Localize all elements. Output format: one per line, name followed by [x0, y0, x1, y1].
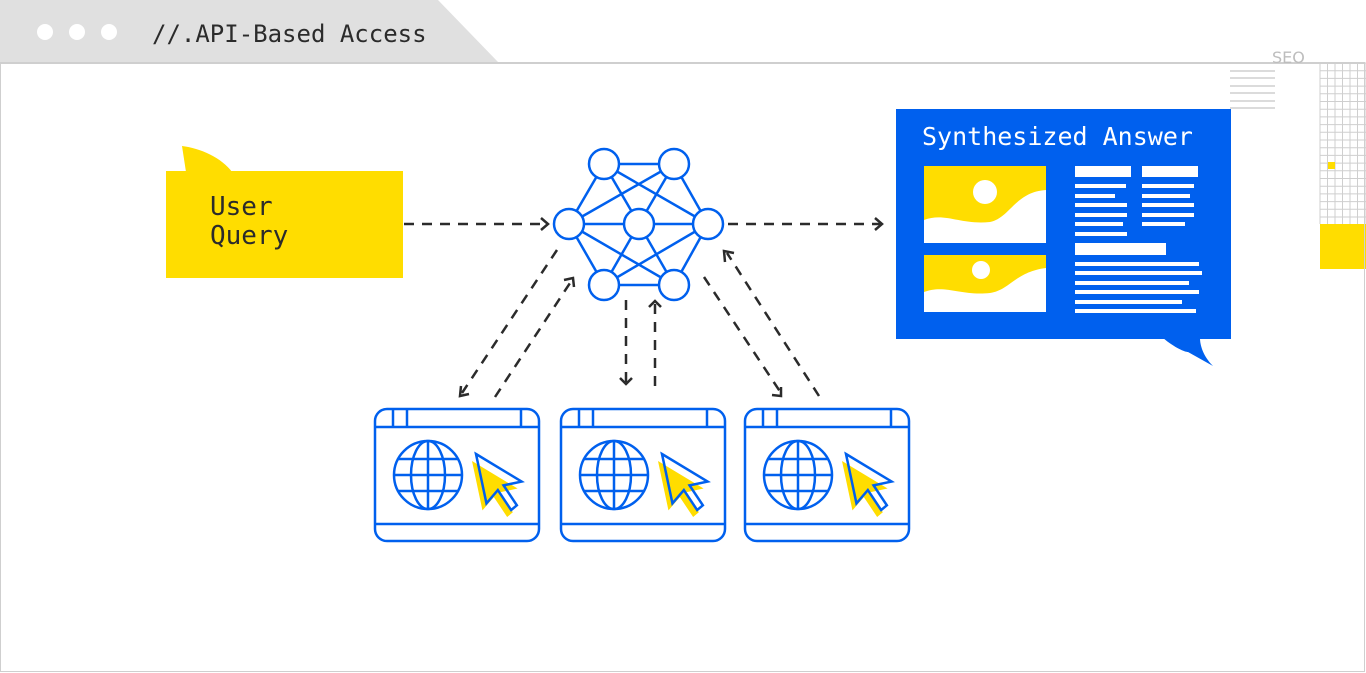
window-title: //.API-Based Access	[152, 20, 427, 48]
answer-tail	[1163, 338, 1213, 366]
user-query-bubble	[166, 146, 403, 278]
arrow-browser-3-to-network	[722, 249, 821, 397]
network-node	[587, 147, 621, 181]
window-dot-1	[37, 24, 53, 40]
arrow-query-to-network	[404, 217, 550, 231]
neural-network-icon	[552, 147, 725, 302]
user-query-label: User Query	[210, 193, 288, 251]
bubble-body	[166, 171, 403, 278]
network-node	[552, 207, 586, 241]
arrow-network-to-browser-1	[458, 249, 559, 398]
cursor-icon	[658, 451, 711, 518]
browser-3-window	[743, 407, 911, 543]
user-query-line-2: Query	[210, 221, 289, 251]
grid-decoration	[1319, 62, 1366, 226]
arrow-network-to-browser-3	[702, 276, 783, 398]
seo-lines-decoration	[1230, 70, 1275, 109]
network-node	[622, 207, 656, 241]
yellow-block-decoration	[1320, 224, 1366, 269]
window-tab	[0, 0, 498, 62]
network-node	[587, 268, 621, 302]
answer-text-lines	[1075, 166, 1202, 313]
bubble-tail	[182, 146, 232, 172]
arrow-browser-1-to-network	[493, 276, 576, 398]
window-frame	[0, 62, 1365, 672]
network-node	[691, 207, 725, 241]
image-placeholder-1	[924, 166, 1046, 243]
arrow-browser-2-to-network	[648, 299, 662, 386]
seo-label: SEO	[1272, 48, 1305, 67]
cursor-icon	[842, 451, 895, 518]
globe-icon	[762, 439, 834, 511]
browser-2-window	[559, 407, 727, 543]
network-node	[657, 268, 691, 302]
network-node	[657, 147, 691, 181]
cursor-icon	[472, 451, 525, 518]
network-edge	[568, 162, 675, 226]
globe-icon	[392, 439, 464, 511]
synthesized-answer-card	[896, 109, 1231, 366]
browser-1-window	[373, 407, 541, 543]
window-dot-2	[69, 24, 85, 40]
window-dot-3	[101, 24, 117, 40]
globe-icon	[578, 439, 650, 511]
arrow-network-to-answer	[728, 217, 884, 231]
user-query-line-1: User	[210, 192, 273, 222]
grid-highlight-cell	[1328, 162, 1335, 169]
arrow-network-to-browser-2	[619, 300, 633, 386]
image-placeholder-2	[924, 255, 1046, 312]
synthesized-answer-title: Synthesized Answer	[922, 122, 1193, 151]
network-edge	[603, 222, 709, 287]
